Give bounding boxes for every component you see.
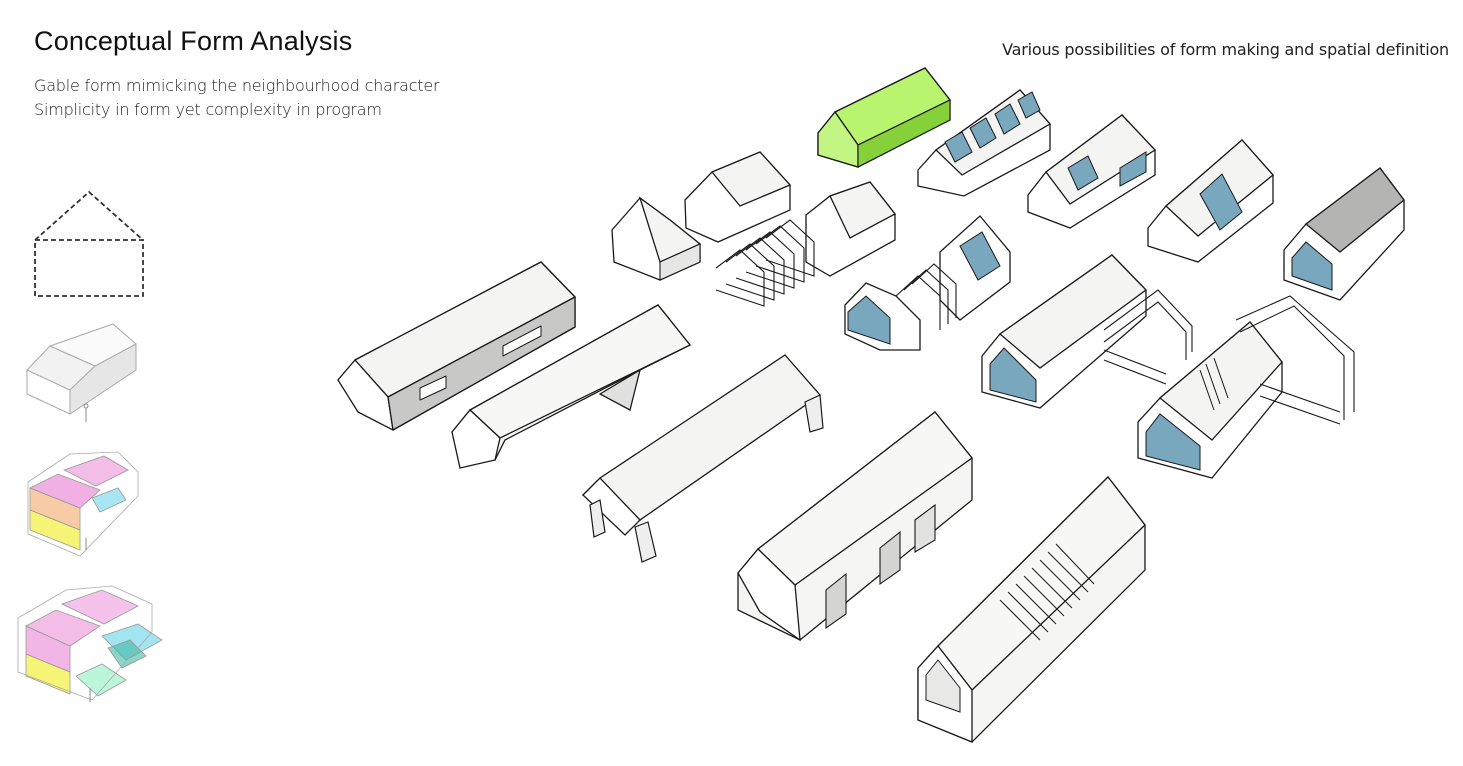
- long-mass-with-windows: [337, 261, 576, 431]
- right-caption: Various possibilities of form making and…: [1002, 40, 1449, 59]
- solid-gable-mass: [26, 323, 137, 422]
- gable-with-skylights: [917, 89, 1052, 197]
- program-massing-large: [17, 585, 163, 702]
- ribbed-frame-with-solid: [715, 181, 896, 307]
- gable-split-glass: [1147, 139, 1274, 263]
- gable-with-side-pergola: [981, 254, 1193, 409]
- roof-on-legs: [581, 354, 824, 563]
- long-gable-open-end: [451, 304, 692, 469]
- program-massing-small: [27, 451, 139, 557]
- glass-end-with-ribs: [844, 215, 1011, 351]
- gable-dark-roof: [1283, 167, 1405, 301]
- twin-small-gables: [611, 151, 792, 281]
- subtitle-line-2: Simplicity in form yet complexity in pro…: [34, 100, 382, 119]
- gable-outline-diagram: [34, 190, 144, 297]
- subtitle-line-1: Gable form mimicking the neighbourhood c…: [34, 76, 440, 95]
- long-gable-ribbed: [917, 476, 1146, 743]
- selected-gable-mass: [817, 67, 952, 168]
- long-gable-notched: [737, 411, 973, 642]
- gable-with-carved-glass: [1027, 114, 1157, 229]
- page-title: Conceptual Form Analysis: [34, 26, 353, 56]
- gable-with-pergola-and-slits: [1137, 295, 1355, 479]
